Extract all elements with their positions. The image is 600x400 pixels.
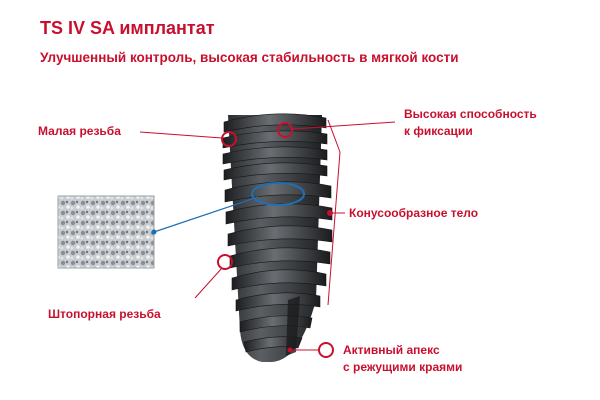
small-thread-marker bbox=[221, 131, 237, 147]
corkscrew-marker bbox=[217, 254, 233, 270]
apex-dot bbox=[287, 347, 293, 353]
label-tapered-body: Конусообразное тело bbox=[349, 206, 479, 220]
implant-threads bbox=[222, 113, 333, 353]
texture-dot bbox=[151, 229, 157, 235]
page-title: TS IV SA имплантат bbox=[40, 18, 215, 38]
label-active-apex-line2: с режущими краями bbox=[343, 360, 463, 374]
high-fixation-marker bbox=[277, 122, 293, 138]
label-high-fixation: Высокая способность к фиксации bbox=[404, 106, 537, 140]
tapered-body-bracket bbox=[327, 119, 341, 153]
tapered-body-bracket-lower bbox=[327, 151, 341, 306]
tapered-body-dot bbox=[327, 210, 333, 216]
texture-leader bbox=[153, 196, 259, 233]
label-high-fixation-line2: к фиксации bbox=[404, 124, 473, 138]
texture-region-marker bbox=[251, 182, 305, 206]
label-corkscrew-thread: Штопорная резьба bbox=[48, 307, 161, 321]
corkscrew-leader bbox=[194, 267, 223, 299]
small-thread-leader bbox=[139, 131, 223, 139]
label-small-thread: Малая резьба bbox=[38, 124, 121, 138]
label-active-apex: Активный апекс с режущими краями bbox=[343, 342, 462, 376]
page-subtitle: Улучшенный контроль, высокая стабильност… bbox=[40, 50, 459, 65]
surface-texture-image bbox=[57, 195, 155, 269]
label-active-apex-line1: Активный апекс bbox=[343, 343, 440, 357]
apex-marker bbox=[318, 342, 334, 358]
high-fixation-leader bbox=[292, 121, 396, 130]
label-high-fixation-line1: Высокая способность bbox=[404, 107, 537, 121]
apex-cutting-edge bbox=[286, 296, 300, 356]
